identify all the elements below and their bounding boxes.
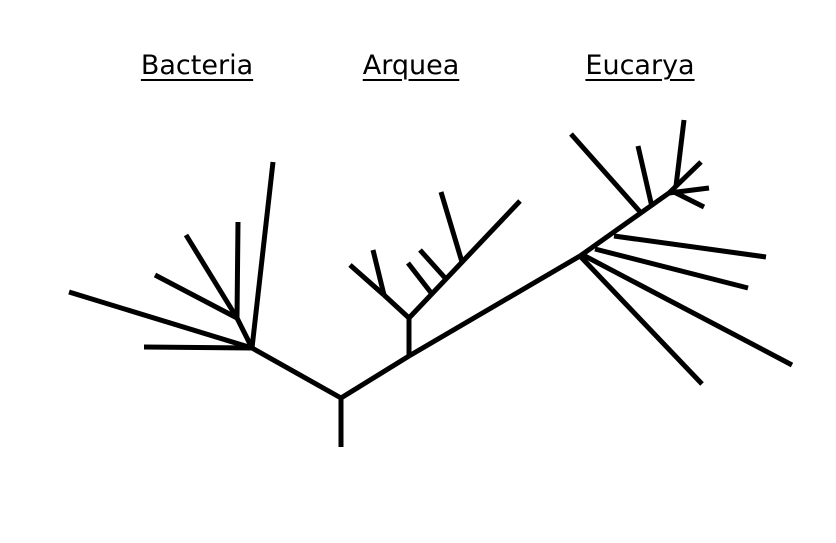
eukarya-branch xyxy=(635,145,655,208)
bacteria-branch xyxy=(143,344,253,351)
bacteria-branch xyxy=(249,161,276,349)
trunk-eukarya xyxy=(407,253,582,359)
eukarya-branch xyxy=(578,254,704,386)
bacteria-branch xyxy=(68,289,253,351)
archaea-branch xyxy=(407,199,522,320)
bacteria-branch xyxy=(153,272,239,321)
trunk-bacteria xyxy=(250,345,343,401)
archaea-branch xyxy=(348,263,386,297)
archaea-branch xyxy=(438,191,465,263)
eukarya-branch xyxy=(667,160,703,195)
archaea-branch xyxy=(370,249,387,296)
eukarya-branch xyxy=(672,189,706,210)
bacteria-branch xyxy=(183,233,240,320)
trunk-main xyxy=(339,353,411,401)
eukarya-branch xyxy=(594,246,749,291)
domain-label-archaea: Arquea xyxy=(362,50,460,81)
domain-label-bacteria: Bacteria xyxy=(140,50,254,81)
bacteria-branch xyxy=(234,221,241,319)
eukarya-branch xyxy=(613,233,767,260)
eukarya-branch xyxy=(578,190,671,259)
eukarya-branch xyxy=(569,132,644,216)
archaea-branch xyxy=(418,248,448,281)
bacteria-branch xyxy=(234,316,255,350)
eukarya-branch xyxy=(581,252,794,368)
archaea-branch xyxy=(406,261,434,296)
domain-label-eukarya: Eucarya xyxy=(585,50,695,81)
archaea-branch xyxy=(382,293,411,320)
eukarya-branch xyxy=(673,119,687,187)
